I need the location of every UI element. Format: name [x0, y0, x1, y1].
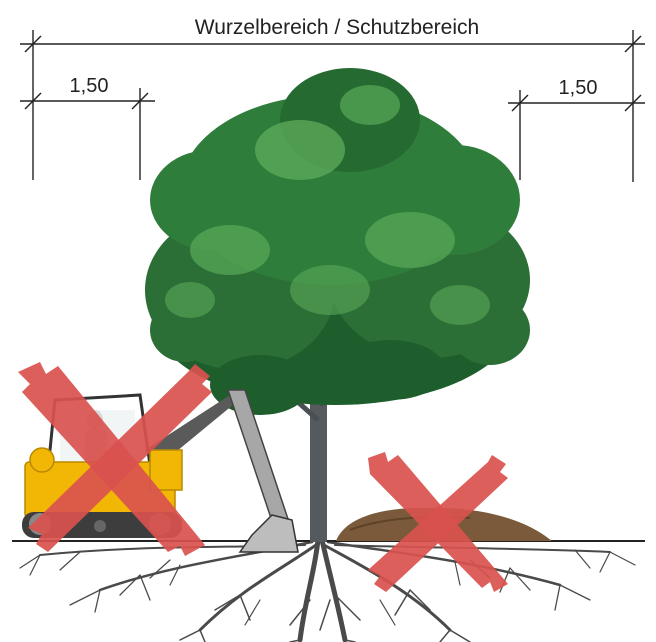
dimension-left	[20, 88, 155, 180]
left-dimension-label: 1,50	[70, 75, 109, 97]
roots-icon	[20, 540, 635, 642]
overall-dimension-label: Wurzelbereich / Schutzbereich	[195, 16, 479, 39]
dimension-right	[508, 90, 645, 180]
tree-icon	[145, 68, 530, 542]
tree-canopy	[145, 68, 530, 415]
right-dimension-label: 1,50	[559, 77, 598, 99]
